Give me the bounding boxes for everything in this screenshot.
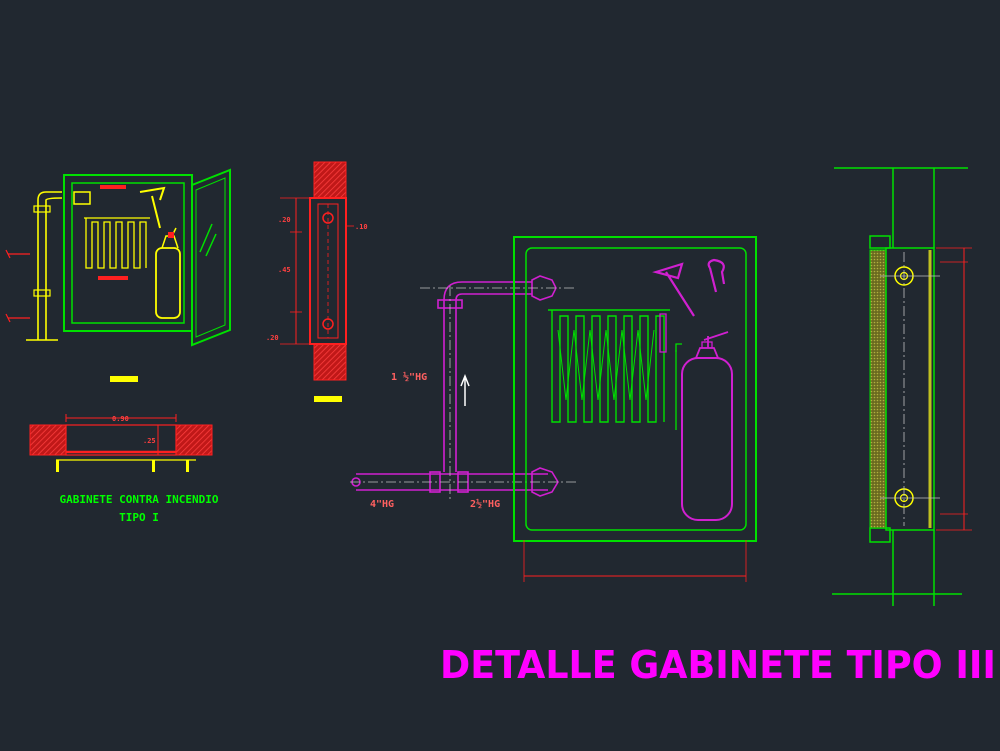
marker-bar-1	[110, 376, 138, 382]
axe-icon-small	[139, 186, 166, 229]
flow-arrow-icon	[460, 373, 470, 406]
pipe-label-riser: 1 ½"HG	[391, 371, 427, 383]
dim-side-mid: .45	[278, 266, 291, 274]
pipe-label-supply: 4"HG	[370, 499, 394, 510]
pipe-label-branch: 2½"HG	[470, 498, 500, 510]
extinguisher-icon-main	[681, 357, 733, 521]
axe-icon-main	[652, 262, 695, 317]
cabinet-tipo3-elevation	[350, 236, 757, 582]
riser-pipe-small	[37, 191, 63, 340]
extinguisher-icon-small	[155, 247, 181, 319]
hose-rack-small	[84, 217, 150, 269]
dim-plan-depth: .25	[143, 437, 156, 445]
cabinet-plan-section: 0.90 .25	[29, 414, 213, 472]
marker-bar-2	[314, 396, 342, 402]
main-title: DETALLE GABINETE TIPO III	[440, 643, 996, 687]
dim-plan-width: 0.90	[112, 415, 129, 423]
dim-side-right: .10	[355, 223, 368, 231]
cabinet-side-section: .20 .45 .20 .10	[266, 161, 368, 381]
caption-line-1: GABINETE CONTRA INCENDIO	[60, 493, 219, 506]
wrench-icon	[707, 258, 726, 293]
hose-rack-main	[548, 309, 670, 423]
cabinet-tipo1-elevation	[5, 168, 231, 347]
dim-side-top: .20	[278, 216, 291, 224]
pipe-assembly	[351, 275, 559, 497]
cabinet-frame-main	[513, 236, 757, 542]
caption-line-2: TIPO I	[119, 511, 159, 524]
cabinet-right-section	[832, 167, 972, 606]
dim-side-bottom: .20	[266, 334, 279, 342]
cabinet-door-small	[191, 168, 231, 347]
